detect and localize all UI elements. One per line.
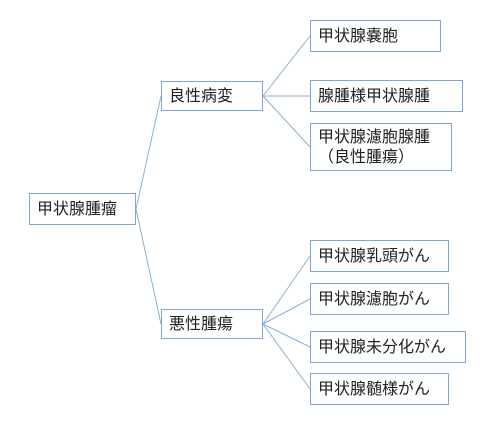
connector-root-malignant xyxy=(135,208,162,325)
malignant-child-label: 甲状腺未分化がん xyxy=(318,337,447,356)
malignant-child-node: 甲状腺濾胞がん xyxy=(310,283,449,315)
malignant-child-node: 甲状腺未分化がん xyxy=(310,331,466,363)
benign-child-node: 甲状腺嚢胞 xyxy=(310,20,441,52)
root-node-label: 甲状腺腫瘤 xyxy=(37,199,118,218)
malignant-node: 悪性腫瘍 xyxy=(161,309,263,339)
connector-malignant-medullary xyxy=(262,323,311,390)
connector-malignant-papillary xyxy=(262,255,311,325)
connector-root-benign xyxy=(135,95,162,210)
benign-child-label: 甲状腺嚢胞 xyxy=(318,26,399,45)
root-node: 甲状腺腫瘤 xyxy=(29,193,136,225)
benign-child-label: 甲状腺濾胞腺腫 xyxy=(318,127,431,146)
connector-benign-follicular-adenoma xyxy=(262,95,311,148)
benign-child-label: 腺腫様甲状腺腫 xyxy=(318,86,431,105)
connector-benign-cyst xyxy=(262,35,311,97)
malignant-child-node: 甲状腺乳頭がん xyxy=(310,240,449,272)
benign-child-node: 腺腫様甲状腺腫 xyxy=(310,80,463,112)
connector-malignant-follicular xyxy=(262,298,311,325)
benign-child-node: 甲状腺濾胞腺腫 （良性腫瘍） xyxy=(310,123,452,171)
malignant-child-label: 甲状腺髄様がん xyxy=(318,379,431,398)
malignant-node-label: 悪性腫瘍 xyxy=(169,314,234,333)
connector-malignant-anaplastic xyxy=(262,323,311,348)
benign-node-label: 良性病変 xyxy=(169,86,234,105)
malignant-child-label: 甲状腺濾胞がん xyxy=(318,289,431,308)
malignant-child-label: 甲状腺乳頭がん xyxy=(318,246,431,265)
malignant-child-node: 甲状腺髄様がん xyxy=(310,373,449,405)
benign-node: 良性病変 xyxy=(161,81,263,111)
benign-child-note: （良性腫瘍） xyxy=(318,147,415,166)
